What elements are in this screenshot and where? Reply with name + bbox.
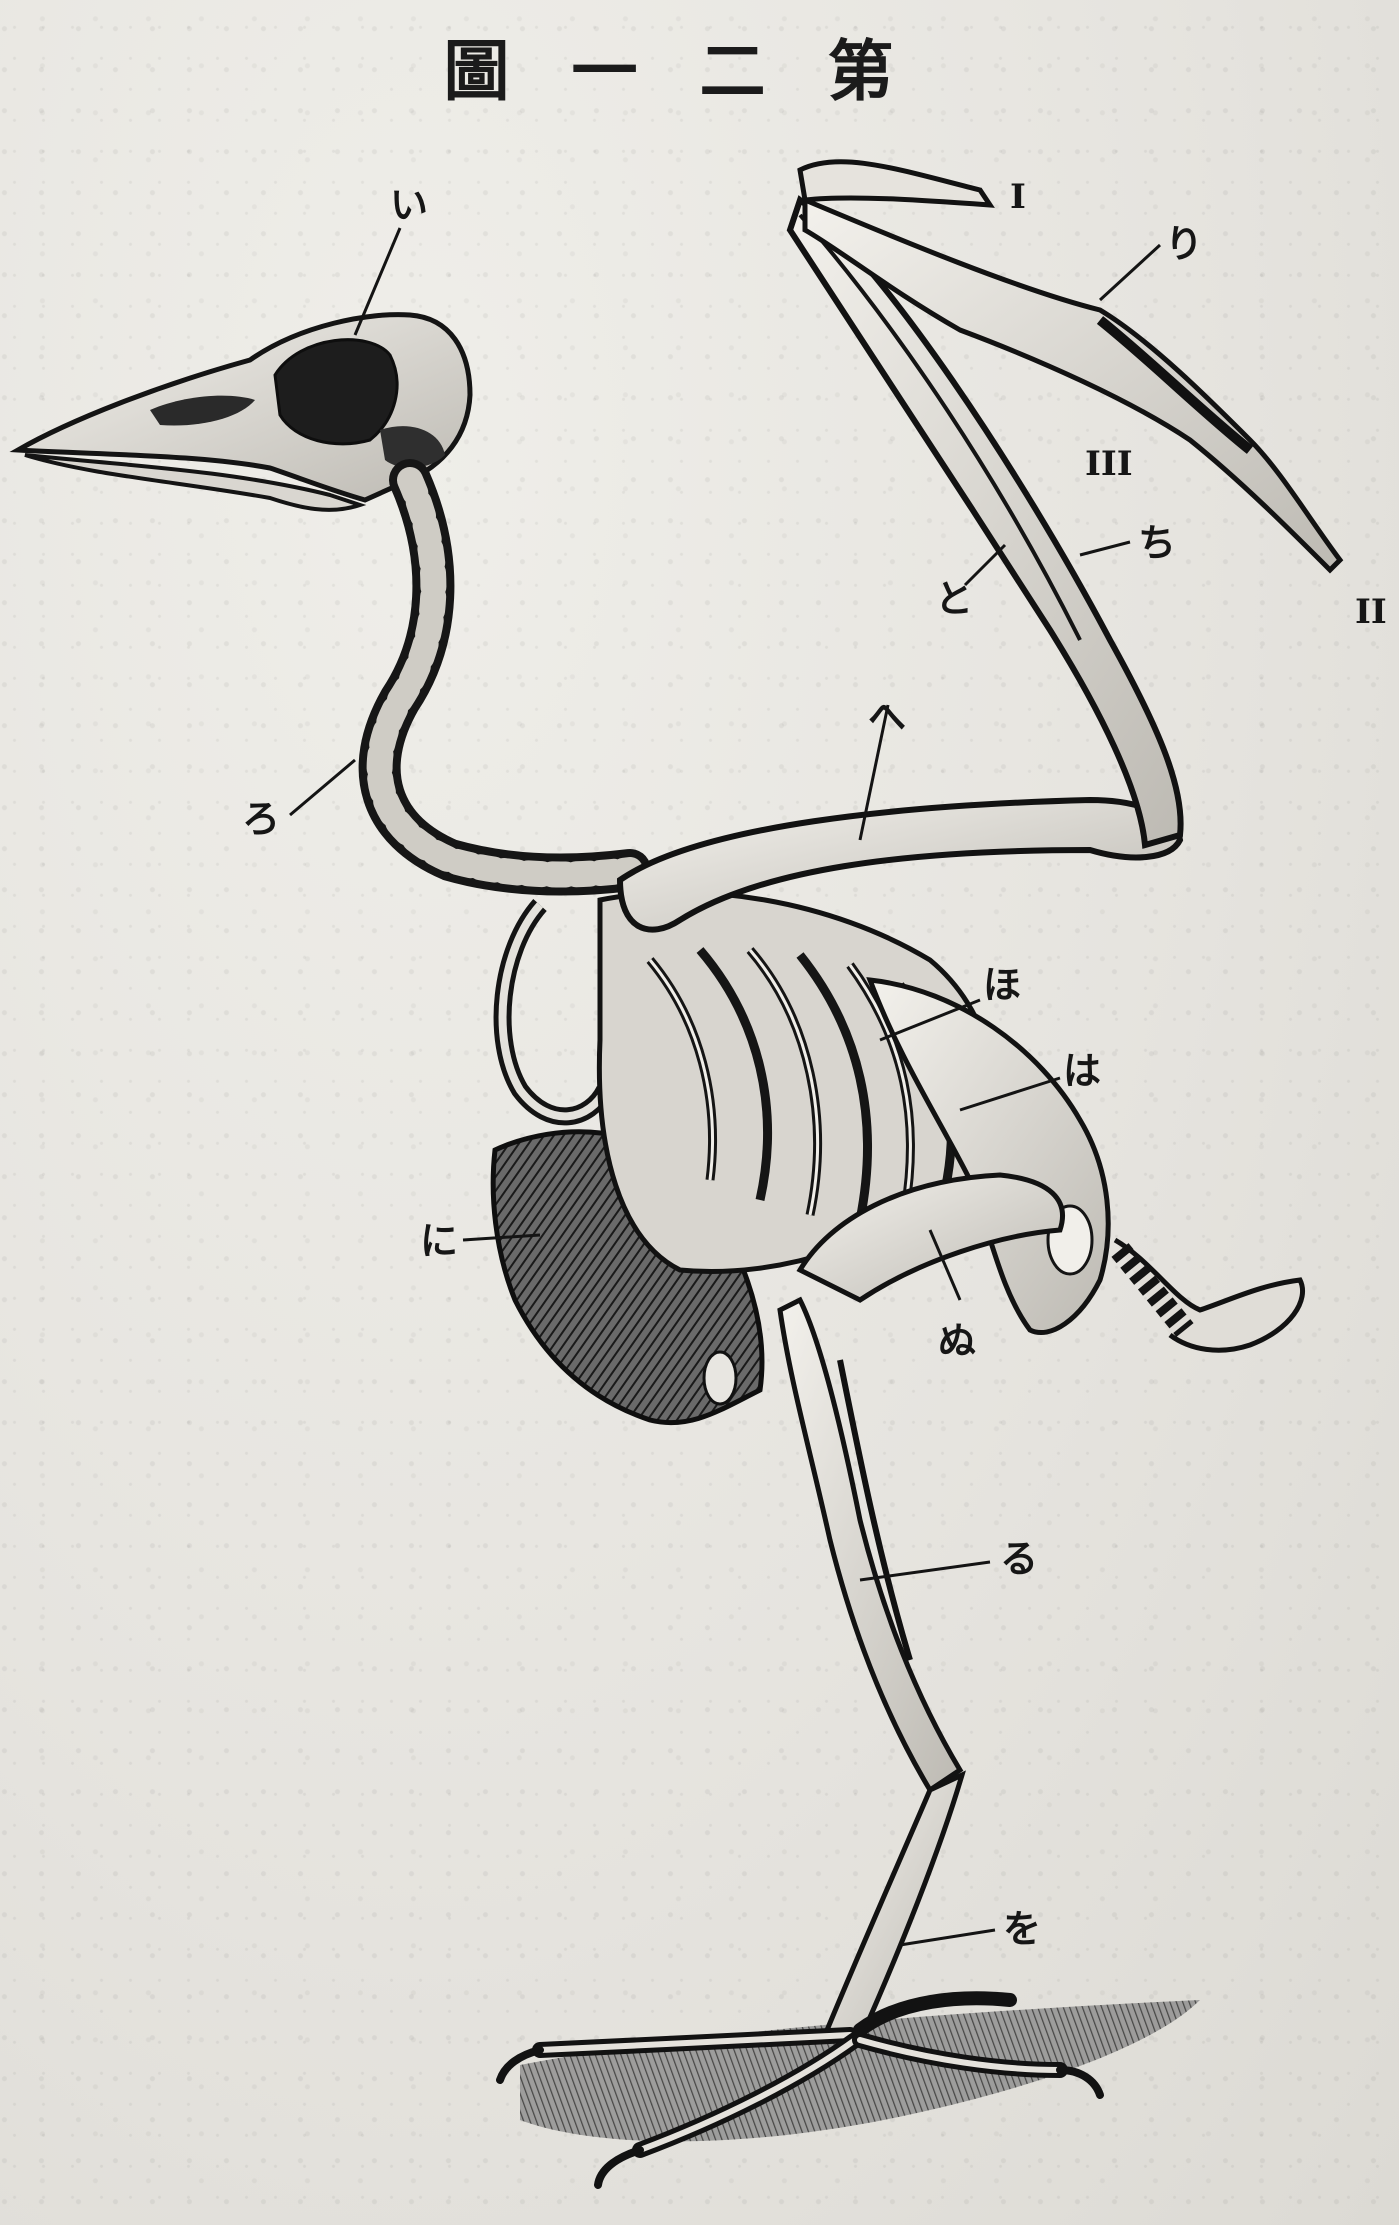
tibiotarsus bbox=[780, 1300, 960, 1790]
leader-ro bbox=[290, 760, 355, 815]
label-ri: り bbox=[1165, 225, 1203, 263]
label-nu: ぬ bbox=[938, 1322, 976, 1360]
label-wo: を bbox=[1003, 1910, 1041, 1948]
label-ho: ほ bbox=[983, 966, 1021, 1004]
leader-wo bbox=[900, 1930, 995, 1945]
label-ru: る bbox=[1000, 1540, 1038, 1578]
label-numeral-2: II bbox=[1355, 595, 1387, 629]
label-he: へ bbox=[868, 698, 906, 736]
shoulder-girdle bbox=[503, 905, 605, 1116]
leader-ri bbox=[1100, 245, 1160, 300]
leader-ru bbox=[860, 1562, 990, 1580]
cervical-vertebrae bbox=[380, 480, 630, 874]
label-ro: ろ bbox=[242, 800, 280, 838]
label-chi: ち bbox=[1138, 524, 1176, 562]
label-ha: は bbox=[1063, 1052, 1101, 1090]
label-numeral-1: I bbox=[1010, 180, 1026, 214]
label-ni: に bbox=[420, 1222, 458, 1260]
leader-chi bbox=[1080, 542, 1130, 555]
label-numeral-3: III bbox=[1085, 447, 1133, 481]
label-to: と bbox=[935, 580, 973, 618]
label-i: い bbox=[390, 186, 428, 224]
